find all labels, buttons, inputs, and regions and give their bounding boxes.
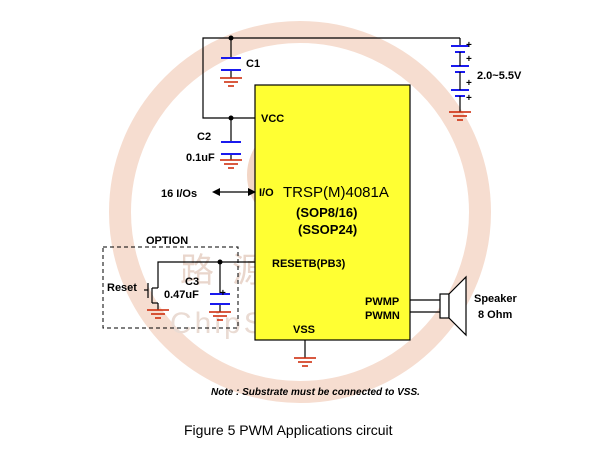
pwmn-pin: PWMN (365, 310, 400, 322)
capacitor-c2 (221, 141, 241, 155)
ground-icon (220, 77, 242, 87)
battery-plus-3: + (466, 78, 472, 89)
chip-name: TRSP(M)4081A (283, 184, 389, 201)
ios-label: 16 I/Os (161, 188, 197, 200)
resetb-pin: RESETB(PB3) (272, 258, 346, 270)
figure-caption: Figure 5 PWM Applications circuit (184, 422, 393, 438)
supply-label: 2.0~5.5V (477, 70, 522, 82)
vss-pin: VSS (293, 324, 315, 336)
speaker-icon (439, 275, 467, 337)
substrate-note: Note : Substrate must be connected to VS… (211, 387, 420, 398)
c3-plus: + (220, 288, 226, 299)
ground-icon (449, 111, 471, 121)
speaker-ohm: 8 Ohm (478, 309, 512, 321)
capacitor-c1 (221, 57, 241, 71)
c1-label: C1 (246, 58, 260, 70)
ground-icon (220, 159, 242, 169)
vcc-pin: VCC (261, 113, 284, 125)
option-label: OPTION (146, 235, 188, 247)
watermark-ring (109, 21, 491, 403)
c2-value: 0.1uF (186, 152, 215, 164)
pwmp-pin: PWMP (365, 296, 399, 308)
reset-label: Reset (107, 282, 137, 294)
battery-plus-4: + (466, 93, 472, 104)
c3-label: C3 (185, 276, 199, 288)
battery: + + + + (451, 40, 472, 104)
chip-body (254, 84, 411, 341)
capacitor-c3 (210, 293, 230, 305)
speaker-label: Speaker (474, 293, 518, 305)
c2-label: C2 (197, 131, 211, 143)
io-arrow-right (248, 188, 256, 196)
io-arrow-left (212, 188, 220, 196)
junctions (217, 35, 234, 265)
ground-symbols (147, 77, 471, 367)
io-pin: I/O (259, 187, 274, 199)
package-2: (SSOP24) (298, 222, 357, 237)
ground-icon (209, 311, 231, 321)
battery-plus-1: + (466, 40, 472, 51)
ground-icon (294, 357, 316, 367)
package-1: (SOP8/16) (296, 205, 357, 220)
option-box (102, 246, 239, 329)
capacitors (210, 57, 241, 305)
battery-plus-2: + (466, 54, 472, 65)
ground-icon (147, 309, 169, 319)
c3-value: 0.47uF (164, 289, 199, 301)
